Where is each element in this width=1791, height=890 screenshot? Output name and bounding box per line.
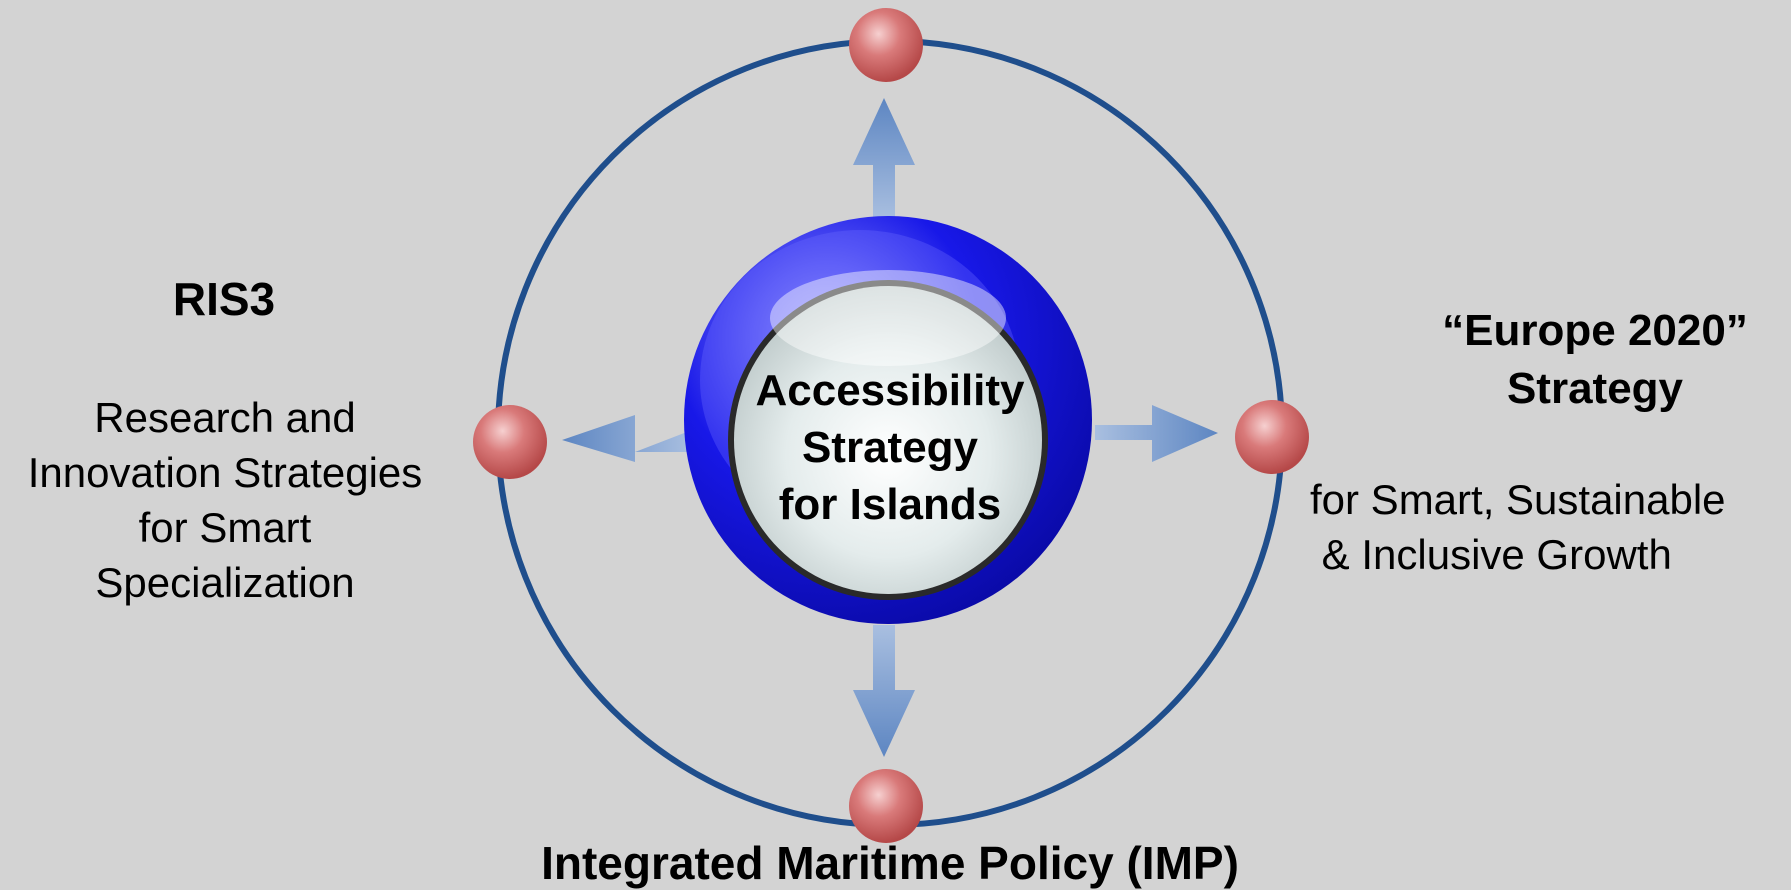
left-line: Specialization bbox=[95, 559, 355, 606]
node-top bbox=[849, 8, 923, 82]
center-label: Accessibility Strategy for Islands bbox=[730, 362, 1050, 533]
arrow-up-icon bbox=[853, 98, 915, 220]
right-line: for Smart, Sustainable bbox=[1310, 476, 1726, 523]
arrow-left-icon bbox=[562, 415, 692, 462]
arrow-right-icon bbox=[1095, 405, 1218, 462]
right-description: for Smart, Sustainable & Inclusive Growt… bbox=[1310, 472, 1790, 582]
left-description: Research and Innovation Strategies for S… bbox=[0, 390, 450, 610]
left-title: RIS3 bbox=[172, 273, 276, 325]
arrow-down-icon bbox=[853, 625, 915, 757]
right-line: & Inclusive Growth bbox=[1310, 531, 1672, 578]
left-line: Research and bbox=[94, 394, 356, 441]
left-line: Innovation Strategies bbox=[27, 449, 423, 496]
node-bottom bbox=[849, 769, 923, 843]
center-line: Accessibility bbox=[755, 366, 1025, 415]
node-right bbox=[1235, 400, 1309, 474]
right-title-line: “Europe 2020” bbox=[1442, 306, 1748, 355]
left-line: for Smart bbox=[138, 504, 312, 551]
right-title-line: Strategy bbox=[1506, 364, 1684, 413]
center-ring bbox=[684, 216, 1092, 624]
center-line: for Islands bbox=[778, 480, 1002, 529]
center-line: Strategy bbox=[801, 423, 979, 472]
bottom-title: Integrated Maritime Policy (IMP) bbox=[541, 837, 1239, 889]
node-left bbox=[473, 405, 547, 479]
right-title: “Europe 2020” Strategy bbox=[1360, 302, 1791, 418]
